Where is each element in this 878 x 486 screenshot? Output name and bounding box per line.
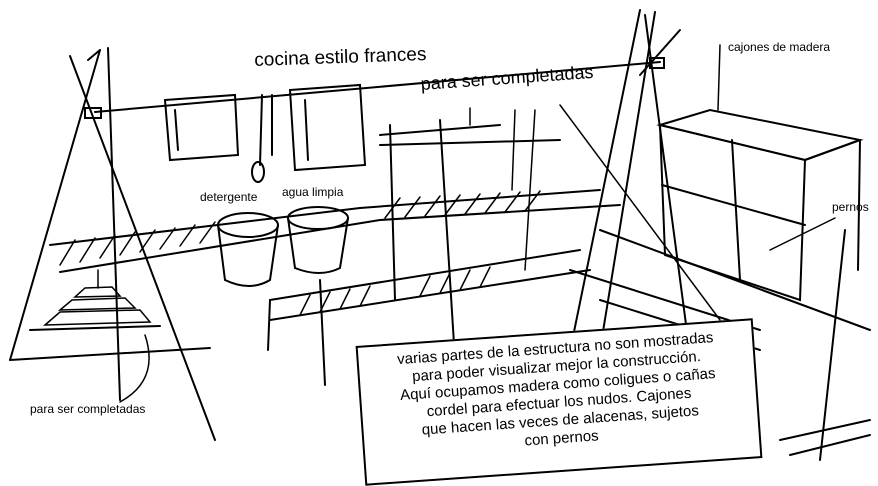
rack-slats (59, 190, 541, 266)
hanging-utensils (251, 94, 273, 183)
lower-shelf-slats (299, 266, 491, 316)
camp-kitchen-illustration (9, 9, 871, 461)
central-shelving (267, 119, 591, 386)
clean-water-basin (287, 206, 349, 274)
towel-left (163, 93, 240, 162)
label-cajones-de-madera: cajones de madera (728, 40, 831, 54)
towel-right (288, 83, 367, 172)
clothesline (94, 61, 661, 113)
label-detergente: detergente (200, 190, 258, 204)
label-pernos: pernos (832, 200, 869, 214)
wood-drawers-cabinet (656, 108, 864, 302)
long-rack (49, 189, 871, 331)
left-tripod (9, 47, 216, 441)
explanation-note-text: varias partes de la estructura no son mo… (358, 326, 759, 461)
explanation-note-box: varias partes de la estructura no son mo… (355, 318, 763, 486)
left-stacked-grill (42, 269, 152, 326)
label-para-ser-completadas-bottom: para ser completadas (30, 402, 146, 416)
detergent-basin (217, 212, 279, 287)
label-agua-limpia: agua limpia (282, 185, 344, 199)
